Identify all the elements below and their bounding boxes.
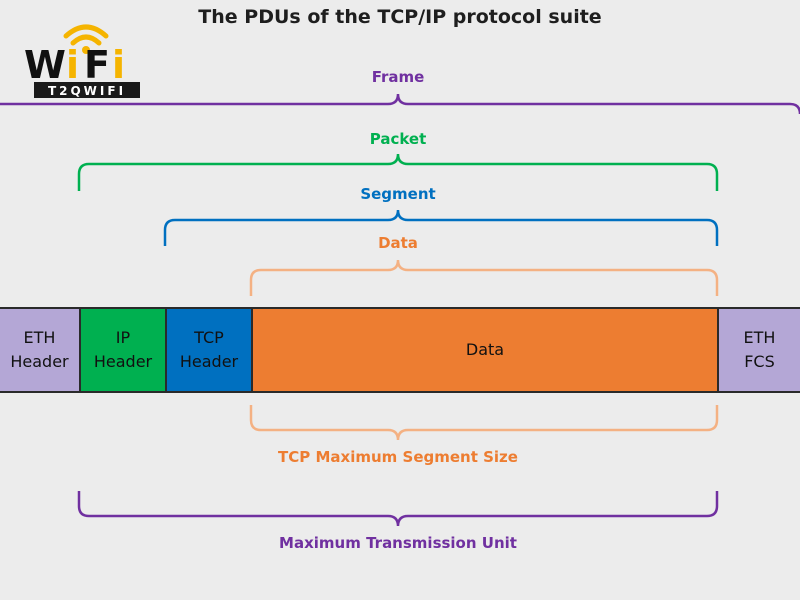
eth-fcs-line1: ETH — [743, 328, 776, 347]
mtu-label: Maximum Transmission Unit — [279, 534, 517, 552]
segment-bracket — [163, 209, 719, 246]
frame-label: Frame — [371, 68, 425, 86]
data-bracket — [249, 259, 719, 296]
ip-header-cell: IP Header — [79, 307, 165, 393]
svg-text:W: W — [24, 43, 67, 87]
frame-bracket — [0, 93, 800, 115]
tcp-header-line1: TCP — [194, 328, 224, 347]
data-cell-text: Data — [465, 340, 505, 359]
eth-fcs-line2: FCS — [744, 352, 775, 371]
svg-text:i: i — [112, 43, 125, 87]
mss-bracket — [249, 405, 719, 441]
eth-header-line1: ETH — [23, 328, 56, 347]
svg-text:i: i — [66, 43, 79, 87]
packet-bracket — [77, 153, 719, 191]
wifi-logo-graphic: W i F i T2QWIFI — [24, 24, 140, 98]
packet-label: Packet — [369, 130, 427, 148]
data-cell: Data — [251, 307, 717, 393]
mss-label: TCP Maximum Segment Size — [278, 448, 518, 466]
mtu-bracket — [77, 491, 719, 527]
svg-text:F: F — [84, 43, 110, 87]
segment-label: Segment — [360, 185, 436, 203]
diagram-title: The PDUs of the TCP/IP protocol suite — [198, 6, 602, 28]
tcp-header-line2: Header — [179, 352, 239, 371]
data-label: Data — [378, 234, 418, 252]
svg-text:T2QWIFI: T2QWIFI — [48, 84, 126, 98]
tcp-header-cell: TCP Header — [165, 307, 251, 393]
eth-header-line2: Header — [10, 352, 69, 371]
wifi-logo: W i F i T2QWIFI — [18, 14, 153, 100]
eth-header-cell: ETH Header — [0, 307, 79, 393]
eth-fcs-cell: ETH FCS — [717, 307, 800, 393]
ip-header-line2: Header — [93, 352, 153, 371]
ip-header-line1: IP — [115, 328, 131, 347]
